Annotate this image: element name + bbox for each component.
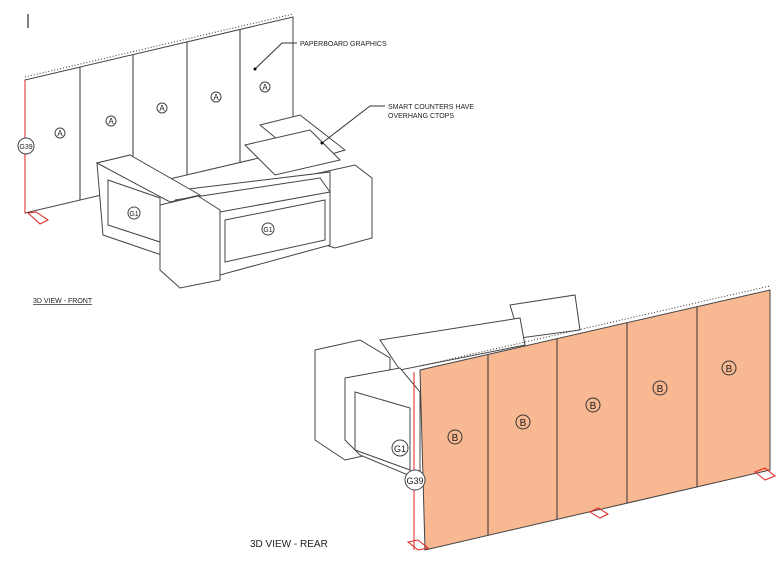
rear-wall-tag: G39 <box>406 476 423 486</box>
svg-text:B: B <box>590 401 597 412</box>
front-view-title: 3D VIEW - FRONT <box>33 298 93 305</box>
callout-counters-2: OVERHANG CTOPS <box>388 113 454 120</box>
svg-text:A: A <box>159 104 165 113</box>
svg-text:A: A <box>57 129 63 138</box>
counter-tag: G1 <box>129 211 138 218</box>
callout-leader <box>254 42 297 70</box>
svg-text:A: A <box>108 117 114 126</box>
callout-leader <box>321 105 385 144</box>
svg-text:B: B <box>452 433 459 444</box>
svg-text:B: B <box>726 364 733 375</box>
rear-panel-dividers <box>487 307 698 535</box>
rear-counter-shelf <box>379 317 526 371</box>
rear-view: B B B B B G1 G39 3D VIEW - REAR <box>250 285 776 551</box>
callout-paperboard: PAPERBOARD GRAPHICS <box>300 41 387 48</box>
wall-top-edge <box>24 13 294 78</box>
front-view: A A A A A G1 G1 G39 PAPERBOARD GRAPHICS … <box>17 13 474 305</box>
svg-text:A: A <box>262 83 268 92</box>
counter-tag: G1 <box>263 227 272 234</box>
foot-marker <box>26 211 49 225</box>
svg-text:B: B <box>657 384 664 395</box>
counter-panel-front <box>224 199 326 263</box>
counter-pedestal-left <box>159 195 221 289</box>
svg-text:B: B <box>520 418 527 429</box>
rear-view-title: 3D VIEW - REAR <box>250 539 328 550</box>
callout-counters-1: SMART COUNTERS HAVE <box>388 104 474 111</box>
wall-tag: G39 <box>19 144 32 151</box>
front-panel-tags: A A A A A <box>54 81 271 139</box>
svg-text:A: A <box>213 93 219 102</box>
rear-counter-tag: G1 <box>394 444 406 454</box>
counter-top-left <box>95 154 202 203</box>
rear-wall <box>419 289 771 551</box>
counter-top-mid <box>244 129 341 176</box>
rear-panel-tags: B B B B B <box>447 360 737 445</box>
